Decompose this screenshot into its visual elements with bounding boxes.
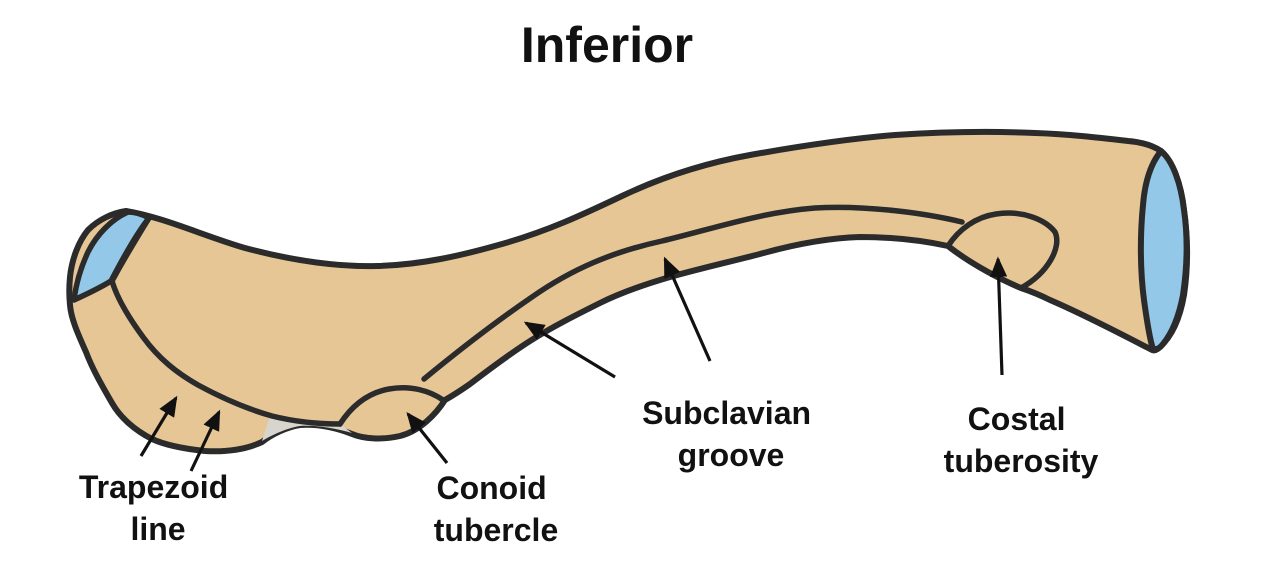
trapezoid-line-arrow-2 [189, 409, 221, 472]
trapezoid-line-arrow-1 [139, 395, 178, 457]
subclavian-groove-arrow-2 [663, 256, 712, 362]
label-subclavian-groove-2: groove [678, 437, 785, 473]
sternal-facet [1137, 148, 1190, 353]
label-trapezoid-line: Trapezoid line [79, 469, 237, 547]
inferior-recess-shading [262, 416, 352, 441]
label-conoid-tubercle: Conoid tubercle [434, 470, 558, 548]
conoid-tubercle-arrow [406, 411, 449, 464]
label-trapezoid-line-2: line [130, 511, 185, 547]
label-costal-tuberosity: Costal tuberosity [944, 401, 1099, 479]
conoid-tubercle-outline [337, 385, 446, 427]
label-trapezoid-line-1: Trapezoid [79, 469, 228, 505]
label-conoid-tubercle-2: tubercle [434, 512, 558, 548]
label-subclavian-groove: Subclavian groove [642, 395, 820, 473]
costal-tuberosity-outline [945, 210, 1060, 291]
subclavian-groove-line [421, 204, 965, 382]
page-title: Inferior [521, 17, 693, 73]
label-subclavian-groove-1: Subclavian [642, 395, 811, 431]
label-conoid-tubercle-1: Conoid [436, 470, 546, 506]
label-costal-tuberosity-1: Costal [968, 401, 1066, 437]
trapezoid-line-ridge [109, 215, 343, 427]
subclavian-groove-arrow-1 [523, 321, 616, 379]
costal-tuberosity-arrow [989, 256, 1008, 376]
label-costal-tuberosity-2: tuberosity [944, 443, 1099, 479]
